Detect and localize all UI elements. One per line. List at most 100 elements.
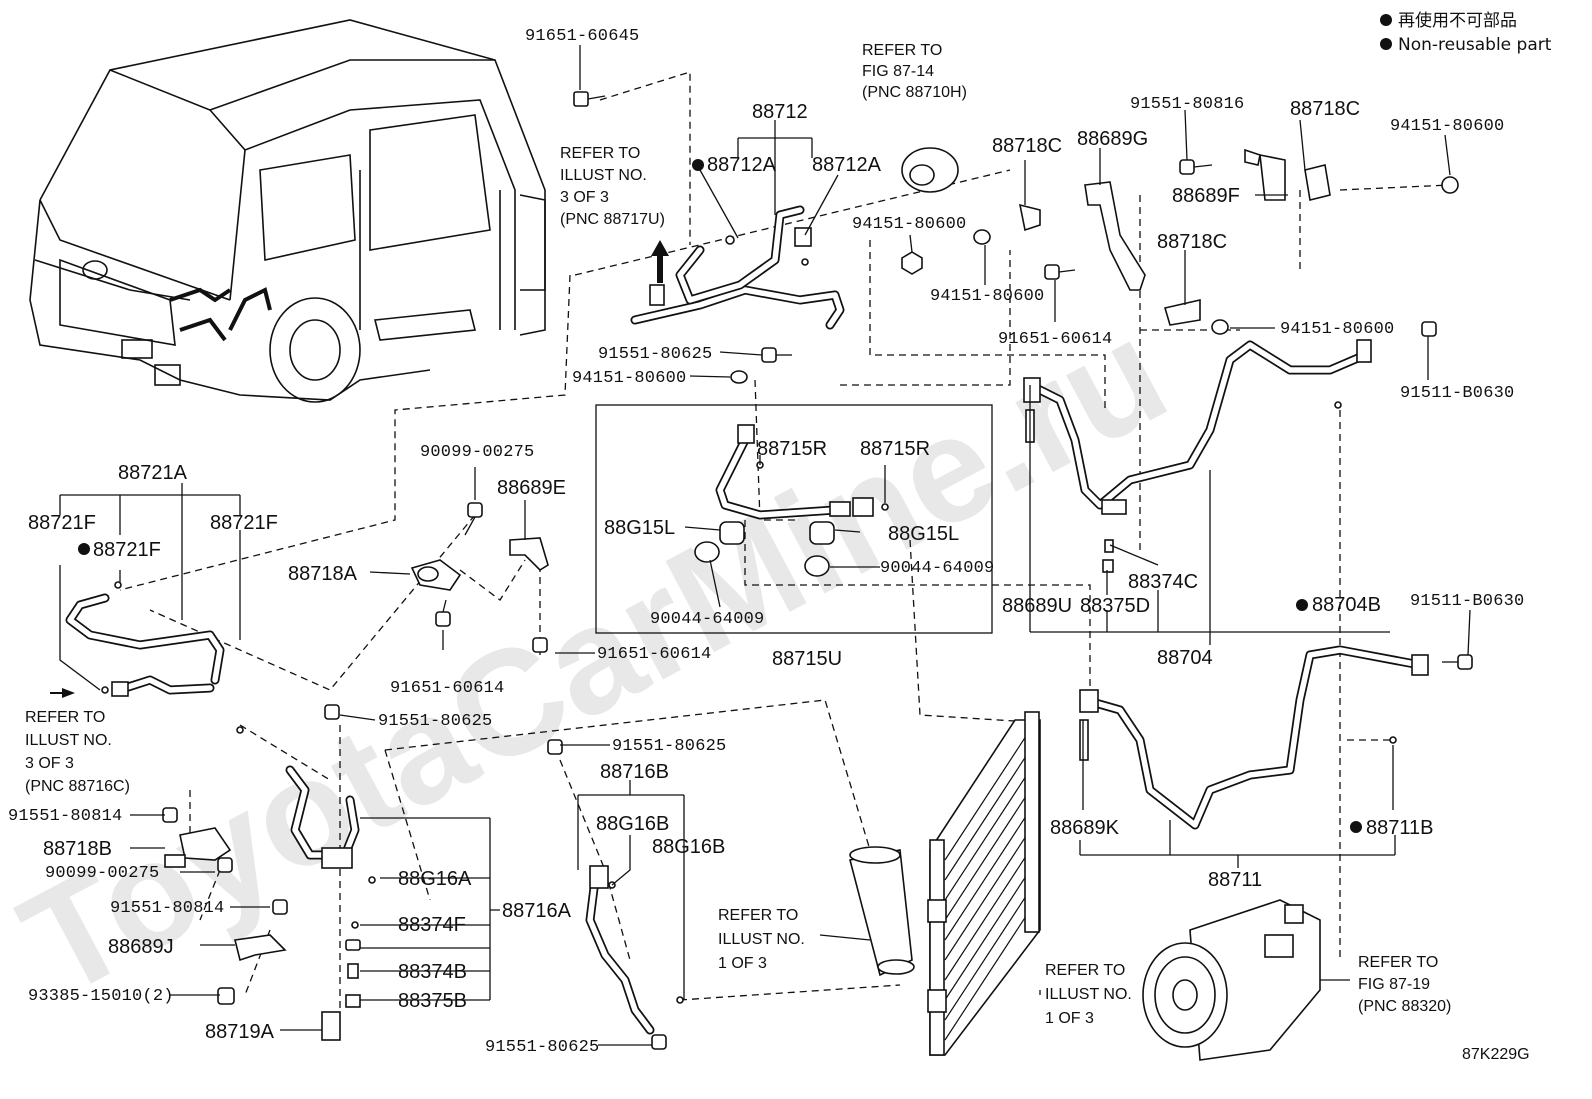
group-88715u — [595, 347, 993, 634]
clamp-88718b — [162, 807, 288, 1005]
label-91651-60614-a: 91651-60614 — [998, 330, 1112, 349]
label-88715U: 88715U — [772, 648, 842, 670]
legend-jp: 再使用不可部品 — [1398, 10, 1517, 31]
label-91551-80625-b: 91551-80625 — [378, 712, 492, 731]
label-88721F-a: 88721F — [28, 512, 96, 534]
label-88375B: 88375B — [398, 990, 467, 1012]
note-fig-87-14-line1: REFER TO — [862, 42, 942, 59]
label-88711B: 88711B — [1366, 817, 1433, 839]
note-1of3-b-line3: 1 OF 3 — [1045, 1010, 1094, 1027]
note-fig-87-14-line3: (PNC 88710H) — [862, 84, 967, 101]
truck-illustration — [29, 19, 546, 403]
legend-en: Non-reusable part — [1398, 35, 1552, 55]
label-88G16B-b: 88G16B — [652, 836, 725, 858]
label-91551-80816: 91551-80816 — [1130, 95, 1244, 114]
label-88G16B-a: 88G16B — [596, 813, 669, 835]
label-88711: 88711 — [1208, 869, 1262, 891]
label-91511-B0630-a: 91511-B0630 — [1400, 384, 1514, 403]
note-88716c-line3: 3 OF 3 — [25, 755, 74, 772]
label-88712A-left: 88712A — [707, 154, 777, 176]
label-88716B: 88716B — [600, 761, 669, 783]
label-91551-80625-c: 91551-80625 — [612, 737, 726, 756]
non-reusable-bullet-icon — [1380, 38, 1392, 50]
label-93385-15010: 93385-15010(2) — [28, 987, 174, 1006]
label-88375D: 88375D — [1080, 595, 1150, 617]
note-1of3-a-line3: 1 OF 3 — [718, 955, 767, 972]
label-88715R-a: 88715R — [757, 438, 827, 460]
pulley-88710h — [901, 147, 959, 193]
note-fig-87-14-line2: FIG 87-14 — [862, 63, 934, 80]
note-88717u-line1: REFER TO — [560, 145, 640, 162]
label-88689G: 88689G — [1077, 128, 1148, 150]
label-88718C-a: 88718C — [992, 135, 1062, 157]
note-fig-87-19-line1: REFER TO — [1358, 954, 1438, 971]
non-reusable-bullet-icon — [1380, 14, 1392, 26]
label-88704B: 88704B — [1312, 594, 1381, 616]
label-88689J: 88689J — [108, 936, 174, 958]
label-88712A-right: 88712A — [812, 154, 882, 176]
label-88719A: 88719A — [205, 1021, 275, 1043]
label-91551-80814-a: 91551-80814 — [8, 807, 122, 826]
label-88689U: 88689U — [1002, 595, 1072, 617]
label-91551-80625-d: 91551-80625 — [485, 1038, 599, 1057]
label-88G15L-a: 88G15L — [604, 517, 675, 539]
label-88716A: 88716A — [502, 900, 572, 922]
note-1of3-a-line2: ILLUST NO. — [718, 931, 805, 948]
pipe-88716b — [547, 739, 684, 1050]
label-88689E: 88689E — [497, 477, 566, 499]
note-fig-87-19-line3: (PNC 88320) — [1358, 998, 1451, 1015]
label-88721A: 88721A — [118, 462, 188, 484]
label-88715R-b: 88715R — [860, 438, 930, 460]
label-88718B: 88718B — [43, 838, 112, 860]
label-94151-80600-b: 94151-80600 — [930, 287, 1044, 306]
part-labels: 91651-60645 REFER TO FIG 87-14 (PNC 8871… — [8, 27, 1530, 1063]
note-1of3-b-line2: ILLUST NO. — [1045, 986, 1132, 1003]
grouping-brackets — [59, 120, 1396, 1001]
label-88689K: 88689K — [1050, 817, 1120, 839]
note-1of3-b-line1: REFER TO — [1045, 962, 1125, 979]
label-91651-60614-c: 91651-60614 — [597, 645, 711, 664]
label-88718A: 88718A — [288, 563, 358, 585]
non-reusable-bullet-icon — [1350, 821, 1362, 833]
bolt-91651-60645 — [573, 91, 606, 107]
non-reusable-bullet-icon — [692, 159, 704, 171]
label-88374C: 88374C — [1128, 571, 1198, 593]
tube-88711 — [1079, 645, 1473, 830]
clamp-88718a — [410, 502, 549, 653]
label-91651-60645: 91651-60645 — [525, 27, 639, 46]
label-94151-80600-d: 94151-80600 — [1390, 117, 1504, 136]
label-90099-00275-b: 90099-00275 — [45, 864, 159, 883]
note-88716c-line1: REFER TO — [25, 709, 105, 726]
note-88717u-line4: (PNC 88717U) — [560, 211, 665, 228]
bracket-88689g — [1018, 148, 1437, 337]
note-fig-87-19-line2: FIG 87-19 — [1358, 976, 1430, 993]
label-90099-00275-a: 90099-00275 — [420, 443, 534, 462]
label-91551-80814-b: 91551-80814 — [110, 899, 224, 918]
arrow-up-icon — [651, 240, 669, 283]
label-88721F-c: 88721F — [210, 512, 278, 534]
label-90044-64009-a: 90044-64009 — [650, 610, 764, 629]
compressor — [1142, 899, 1321, 1061]
arrow-left-icon — [50, 688, 75, 698]
condenser — [927, 711, 1041, 1056]
solid-leaders — [130, 45, 1471, 1046]
label-88G15L-b: 88G15L — [888, 523, 959, 545]
hose-88712 — [630, 205, 845, 330]
pipe-88716a — [285, 704, 376, 1041]
nut-94151-80600 — [730, 176, 1459, 384]
label-88721F-b: 88721F — [93, 539, 161, 561]
receiver-drier — [849, 846, 915, 977]
note-88717u-line2: ILLUST NO. — [560, 167, 647, 184]
figure-code: 87K229G — [1462, 1046, 1530, 1063]
label-88689F: 88689F — [1172, 185, 1240, 207]
note-88717u-line3: 3 OF 3 — [560, 189, 609, 206]
label-88704: 88704 — [1157, 647, 1213, 669]
label-88718C-b: 88718C — [1290, 98, 1360, 120]
non-reusable-bullet-icon — [78, 543, 90, 555]
note-1of3-a-line1: REFER TO — [718, 907, 798, 924]
label-91651-60614-b: 91651-60614 — [390, 679, 504, 698]
label-94151-80600-a: 94151-80600 — [852, 215, 966, 234]
label-91551-80625-a: 91551-80625 — [598, 345, 712, 364]
